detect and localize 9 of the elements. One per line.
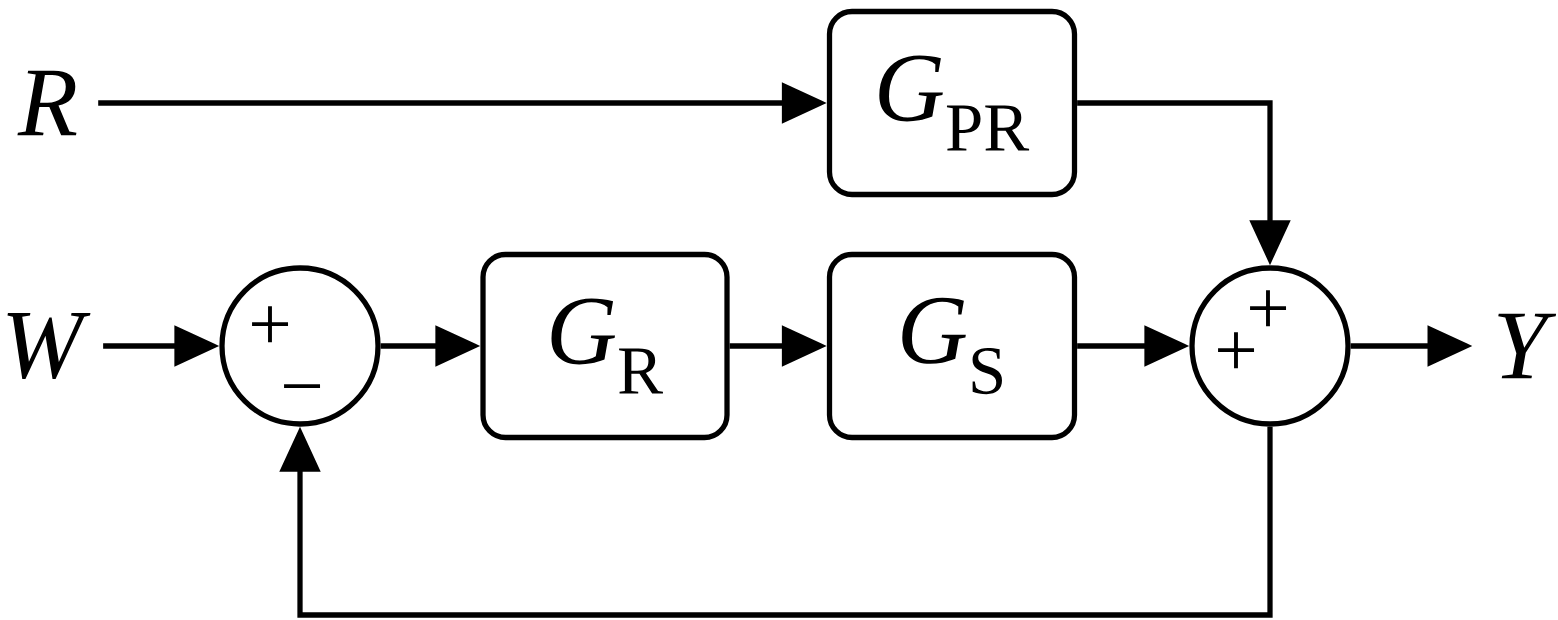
signal-label: R (17, 70, 77, 136)
transfer-function-block: G$_{S}$ (826, 251, 1078, 441)
transfer-function-block: G$_{R}$ (480, 251, 730, 441)
transfer-function-block: G$_{PR}$ (826, 8, 1078, 198)
summing-junction: + + (1189, 265, 1351, 427)
arrow (279, 426, 1273, 618)
signal-label: W (7, 313, 91, 379)
summing-junction: + − (219, 265, 381, 427)
signal-label: Y (1498, 313, 1557, 379)
